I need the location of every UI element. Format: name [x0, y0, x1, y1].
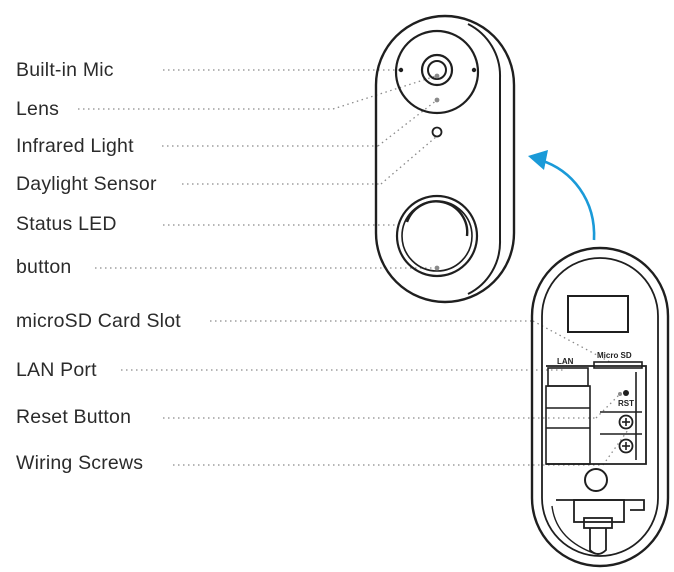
front-dots [398, 67, 477, 73]
label-reset-button: Reset Button [16, 406, 132, 428]
back-label-rst: RST [618, 399, 634, 408]
label-button: button [16, 256, 72, 278]
front-leader-endpoints [434, 73, 440, 271]
daylight-sensor-circle [431, 126, 443, 138]
lens-inner [427, 60, 447, 80]
leader-wiring-b [602, 429, 629, 466]
leader-infrared-b [377, 99, 438, 147]
lens-dot [434, 73, 440, 79]
leader-lines [78, 69, 629, 466]
back-latch-hook [589, 528, 607, 555]
back-latch-tab [583, 517, 613, 529]
back-latch-frame [573, 499, 625, 523]
front-top-ring [394, 29, 480, 115]
front-button-ring [395, 194, 479, 278]
label-daylight-sensor: Daylight Sensor [16, 173, 157, 195]
back-latch-curve-left [551, 505, 597, 555]
label-built-in-mic: Built-in Mic [16, 59, 114, 81]
label-status-led: Status LED [16, 213, 117, 235]
back-block-left [545, 385, 591, 465]
label-lens: Lens [16, 98, 60, 120]
lan-port-shape [547, 367, 589, 387]
label-wiring-screws: Wiring Screws [16, 452, 144, 474]
back-label-micro-sd: Micro SD [597, 351, 632, 360]
lens-outer [420, 53, 454, 87]
front-outer-shell [374, 14, 516, 304]
leader-reset-b [595, 393, 621, 419]
reset-leader-dot [618, 392, 622, 396]
back-port-area [546, 365, 647, 465]
button-dot [434, 265, 440, 271]
microsd-slot-shape [593, 361, 643, 369]
front-shell-edge [467, 23, 502, 295]
wiring-screw-2 [618, 438, 634, 454]
label-lan-port: LAN Port [16, 359, 97, 381]
front-button-highlight [405, 200, 469, 237]
flip-arrow-curve [539, 158, 596, 241]
mic-dot-right [471, 67, 477, 73]
infrared-dot [434, 97, 440, 103]
doorbell-back [530, 246, 670, 568]
flip-arrow-head [528, 150, 548, 170]
wiring-screw-1 [618, 414, 634, 430]
back-label-lan: LAN [557, 357, 574, 366]
doorbell-front [374, 14, 516, 304]
reset-button-dot [623, 390, 629, 396]
leader-daylight-b [380, 135, 438, 185]
label-microsd-card-slot: microSD Card Slot [16, 310, 181, 332]
back-outer-shell [530, 246, 670, 568]
screw-crosses [622, 418, 630, 450]
mic-dot-left [398, 67, 404, 73]
back-latch-top [556, 499, 645, 511]
label-infrared-light: Infrared Light [16, 135, 134, 157]
back-inner-shell [541, 257, 659, 557]
leader-lens-b [332, 75, 437, 110]
back-round-hole [584, 468, 608, 492]
back-label-area [567, 295, 629, 333]
